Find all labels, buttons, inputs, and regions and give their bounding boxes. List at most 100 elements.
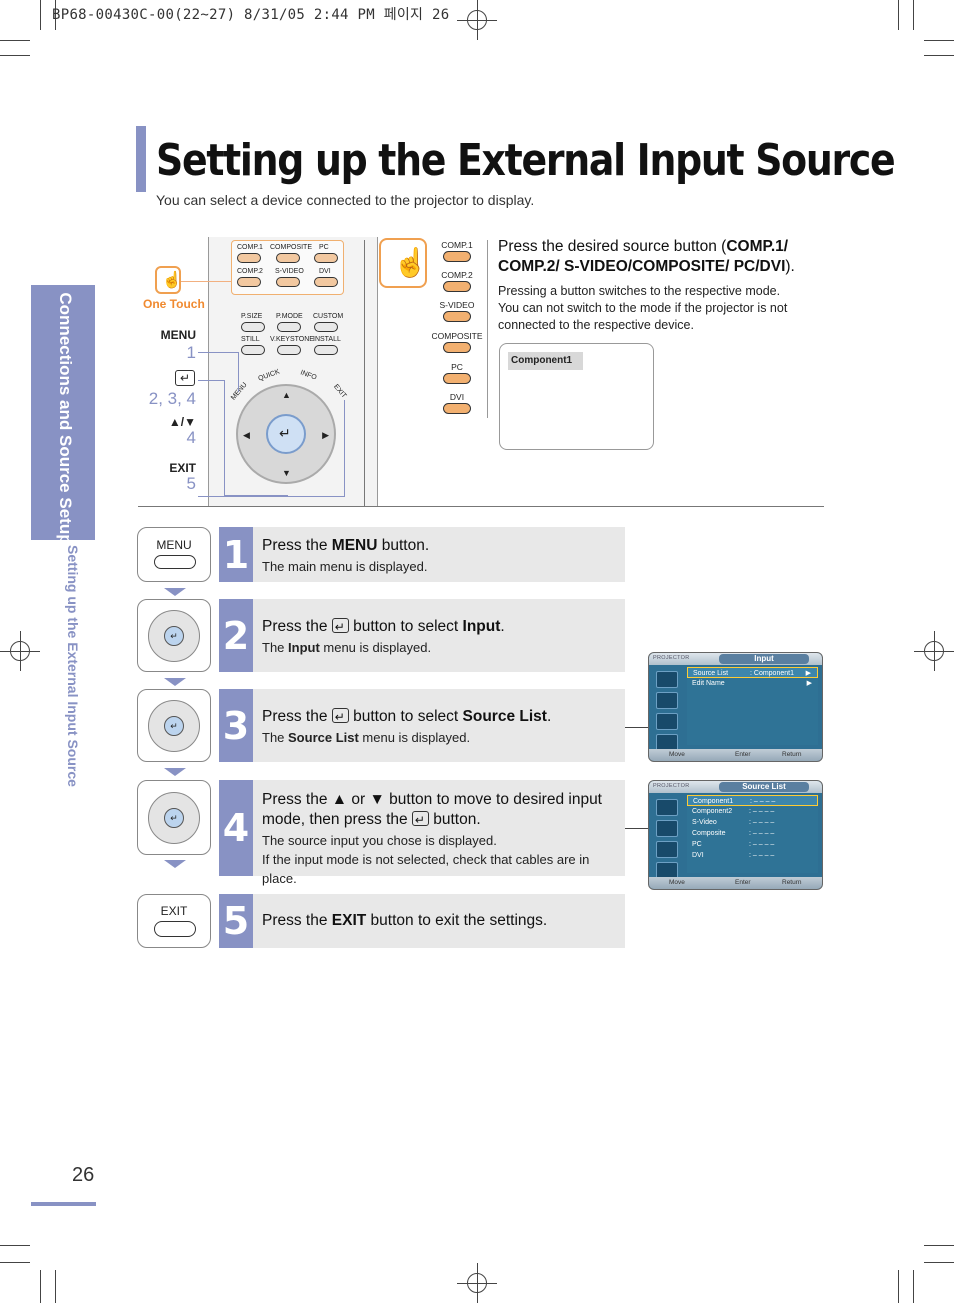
step-text: mode, then press the (262, 811, 412, 828)
osd-row-label: Component1 (693, 798, 734, 805)
up-arrow-icon[interactable]: ▲ (282, 390, 291, 400)
source-button-comp1[interactable]: COMP.1 (430, 240, 484, 262)
guide-line (238, 352, 239, 392)
osd-return-hint: Return (782, 751, 802, 758)
osd-row-component2[interactable]: Component2: – – – – (687, 806, 818, 817)
comp2-button[interactable] (237, 277, 261, 287)
osd-move-hint: Move (669, 879, 685, 886)
step-bold: MENU (331, 537, 378, 554)
dvi-label: DVI (319, 268, 331, 275)
page-number-underline (31, 1202, 96, 1206)
down-arrow-icon (164, 678, 186, 686)
crop-mark (924, 1262, 954, 1263)
step-subtext: menu is displayed. (358, 730, 471, 745)
osd-title: Input (719, 654, 809, 664)
menu-icon-label: MENU (156, 538, 192, 552)
source-button-label: COMP.1 (441, 240, 473, 250)
still-button[interactable] (241, 345, 265, 355)
crop-mark (913, 0, 914, 30)
page-title: Setting up the External Input Source (156, 135, 896, 186)
source-button-svideo[interactable]: S-VIDEO (430, 300, 484, 322)
dvi-button[interactable] (314, 277, 338, 287)
enter-icon (331, 707, 349, 727)
osd-enter-hint: Enter (735, 879, 751, 886)
step-subtext: If the input mode is not selected, check… (262, 852, 590, 886)
step-subtext-bold: Source List (288, 730, 359, 745)
registration-mark (457, 1263, 497, 1303)
dpad-icon: ↵ (137, 599, 211, 672)
step-text: Press the (262, 708, 332, 725)
source-note: Pressing a button switches to the respec… (498, 283, 818, 334)
osd-row-value: : Component1 (750, 670, 794, 677)
source-button-label: PC (451, 362, 463, 372)
step-subtext: The (262, 640, 289, 655)
crop-mark (898, 1270, 899, 1303)
crop-mark (0, 55, 30, 56)
osd-row-value: : – – – – (749, 819, 775, 826)
osd-enter-hint: Enter (735, 751, 751, 758)
step-4: 4 Press the ▲ or ▼ button to move to des… (219, 780, 625, 886)
psize-button[interactable] (241, 322, 265, 332)
one-touch-hand-icon: ☝ (379, 238, 428, 288)
osd-title: Source List (719, 782, 809, 792)
osd-row-svideo[interactable]: S-Video: – – – – (687, 817, 818, 828)
osd-row-composite[interactable]: Composite: – – – – (687, 828, 818, 839)
step-number: 4 (219, 780, 253, 876)
step-text: . (500, 618, 505, 635)
print-header: BP68-00430C-00(22~27) 8/31/05 2:44 PM 페이… (52, 7, 450, 23)
guide-line (224, 495, 288, 496)
osd-row-label: Edit Name (692, 680, 725, 687)
guide-line (224, 380, 225, 495)
custom-button[interactable] (314, 322, 338, 332)
osd-row-label: PC (692, 841, 702, 848)
pmode-button[interactable] (277, 322, 301, 332)
right-arrow-icon[interactable]: ▶ (322, 430, 329, 440)
step-subtext: The main menu is displayed. (262, 559, 428, 574)
menu-callout-label: MENU (160, 328, 196, 342)
comp1-label: COMP.1 (237, 244, 263, 251)
svideo-button[interactable] (276, 277, 300, 287)
osd-row-component1[interactable]: Component1: – – – – (687, 795, 818, 806)
section-tab-label: Connections and Source Setup (56, 292, 75, 545)
divider (364, 240, 365, 506)
one-touch-hand-icon: ☝ (155, 266, 182, 294)
composite-button[interactable] (276, 253, 300, 263)
source-button-pc[interactable]: PC (430, 362, 484, 384)
osd-row-label: DVI (692, 852, 704, 859)
comp1-button[interactable] (237, 253, 261, 263)
pc-button[interactable] (314, 253, 338, 263)
left-arrow-icon[interactable]: ◀ (243, 430, 250, 440)
enter-icon: ↵ (175, 370, 195, 386)
composite-label: COMPOSITE (270, 244, 313, 251)
source-button-comp2[interactable]: COMP.2 (430, 270, 484, 292)
exit-button-icon: EXIT (137, 894, 211, 948)
step-text: button. (428, 811, 481, 828)
subsection-tab-label: Setting up the External Input Source (65, 545, 81, 787)
osd-row-source-list[interactable]: Source List: Component1▶ (687, 667, 818, 678)
vkeystone-button[interactable] (277, 345, 301, 355)
comp2-label: COMP.2 (237, 268, 263, 275)
step-number: 1 (219, 527, 253, 582)
registration-mark (457, 0, 497, 40)
step-subtext-bold: Input (288, 640, 320, 655)
install-button[interactable] (314, 345, 338, 355)
title-accent-bar (136, 126, 146, 192)
enter-icon (411, 810, 429, 830)
step-number: 5 (219, 894, 253, 948)
step-subtext: The source input you chose is displayed. (262, 833, 497, 848)
connector-line (625, 828, 648, 829)
guide-line (344, 400, 345, 496)
source-button-dvi[interactable]: DVI (430, 392, 484, 414)
osd-row-dvi[interactable]: DVI: – – – – (687, 850, 818, 861)
instruction-text: Press the desired source button ( (498, 238, 727, 255)
step-text: button. (377, 537, 430, 554)
step-text: . (546, 708, 552, 725)
enter-button[interactable]: ↵ (266, 414, 306, 454)
osd-row-pc[interactable]: PC: – – – – (687, 839, 818, 850)
osd-row-label: Source List (693, 670, 729, 677)
down-arrow-icon[interactable]: ▼ (282, 468, 291, 478)
crop-mark (55, 0, 56, 30)
vkeystone-label: V.KEYSTONE (270, 336, 314, 343)
osd-row-edit-name[interactable]: Edit Name▶ (687, 678, 818, 689)
source-button-composite[interactable]: COMPOSITE (430, 331, 484, 353)
